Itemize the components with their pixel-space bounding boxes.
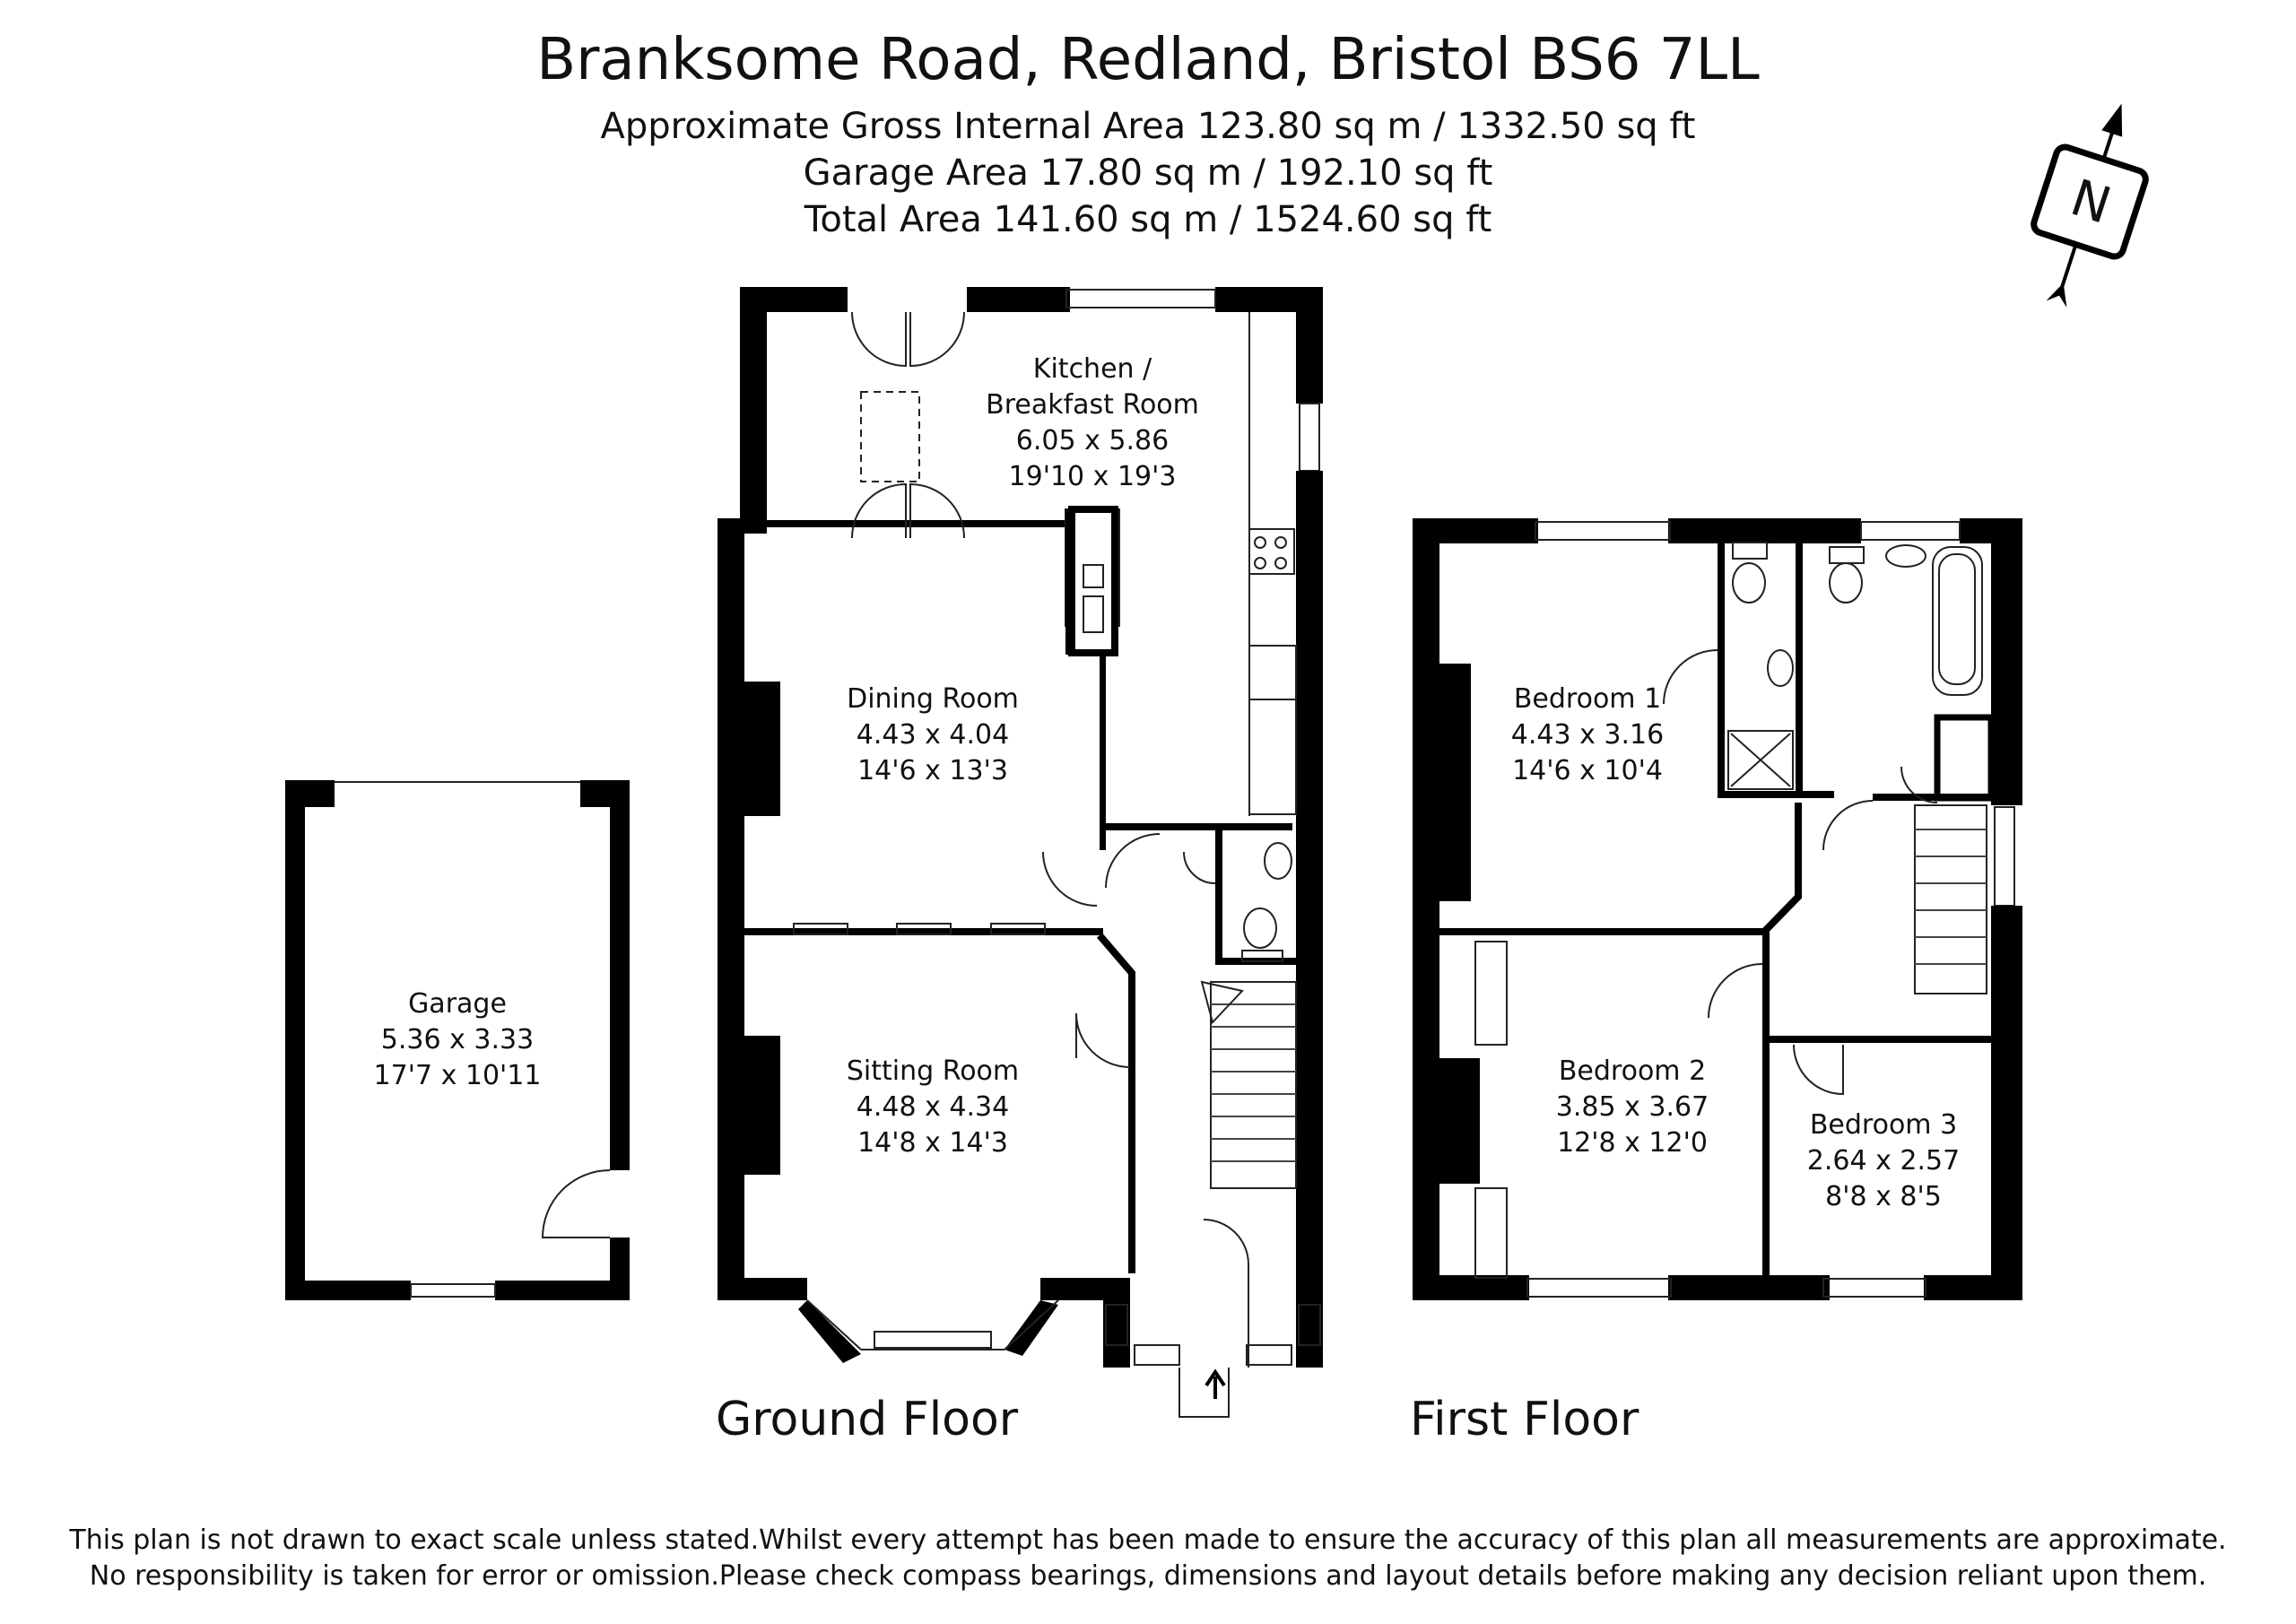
bedroom3-name: Bedroom 3: [1809, 1109, 1958, 1141]
bedroom2-imperial: 12'8 x 12'0: [1557, 1127, 1708, 1159]
kitchen-name: Kitchen /: [1032, 353, 1152, 385]
room-label-garage: Garage 5.36 x 3.33 17'7 x 10'11: [336, 986, 578, 1094]
garage-metric: 5.36 x 3.33: [380, 1024, 535, 1055]
room-label-kitchen: Kitchen / Breakfast Room 6.05 x 5.86 19'…: [949, 352, 1236, 495]
garage-imperial: 17'7 x 10'11: [373, 1060, 542, 1091]
kitchen-imperial: 19'10 x 19'3: [1008, 461, 1177, 492]
ground-floor-walls: [718, 287, 1323, 1418]
room-label-dining: Dining Room 4.43 x 4.04 14'6 x 13'3: [798, 682, 1067, 789]
dining-name: Dining Room: [847, 683, 1019, 715]
garage-name: Garage: [408, 988, 507, 1020]
kitchen-metric: 6.05 x 5.86: [1015, 425, 1170, 456]
bedroom2-name: Bedroom 2: [1558, 1055, 1707, 1087]
total-area: Total Area 141.60 sq m / 1524.60 sq ft: [804, 199, 1492, 240]
room-label-sitting: Sitting Room 4.48 x 4.34 14'8 x 14'3: [798, 1054, 1067, 1161]
sitting-name: Sitting Room: [846, 1055, 1020, 1087]
plan-title: Branksome Road, Redland, Bristol BS6 7LL: [536, 27, 1760, 93]
disclaimer-line-1: This plan is not drawn to exact scale un…: [69, 1524, 2227, 1556]
bedroom2-metric: 3.85 x 3.67: [1555, 1091, 1709, 1123]
kitchen-name-line2: Breakfast Room: [986, 389, 1199, 421]
garage-area: Garage Area 17.80 sq m / 192.10 sq ft: [803, 152, 1493, 194]
room-label-bedroom2: Bedroom 2 3.85 x 3.67 12'8 x 12'0: [1516, 1054, 1749, 1161]
disclaimer-line-2: No responsibility is taken for error or …: [89, 1560, 2207, 1592]
bedroom1-metric: 4.43 x 3.16: [1510, 719, 1665, 751]
dining-imperial: 14'6 x 13'3: [857, 755, 1008, 786]
bedroom3-imperial: 8'8 x 8'5: [1825, 1181, 1942, 1212]
garage-walls: [285, 780, 630, 1300]
bedroom1-name: Bedroom 1: [1513, 683, 1662, 715]
dining-metric: 4.43 x 4.04: [856, 719, 1010, 751]
bedroom1-imperial: 14'6 x 10'4: [1512, 755, 1663, 786]
room-label-bedroom1: Bedroom 1 4.43 x 3.16 14'6 x 10'4: [1471, 682, 1704, 789]
room-label-bedroom3: Bedroom 3 2.64 x 2.57 8'8 x 8'5: [1785, 1107, 1982, 1215]
bedroom3-metric: 2.64 x 2.57: [1806, 1145, 1961, 1177]
sitting-metric: 4.48 x 4.34: [856, 1091, 1010, 1123]
sitting-imperial: 14'8 x 14'3: [857, 1127, 1008, 1159]
first-floor-label: First Floor: [1410, 1393, 1639, 1446]
first-floor-walls: [1413, 518, 2022, 1300]
ground-floor-label: Ground Floor: [716, 1393, 1019, 1446]
gross-internal-area: Approximate Gross Internal Area 123.80 s…: [600, 106, 1696, 147]
